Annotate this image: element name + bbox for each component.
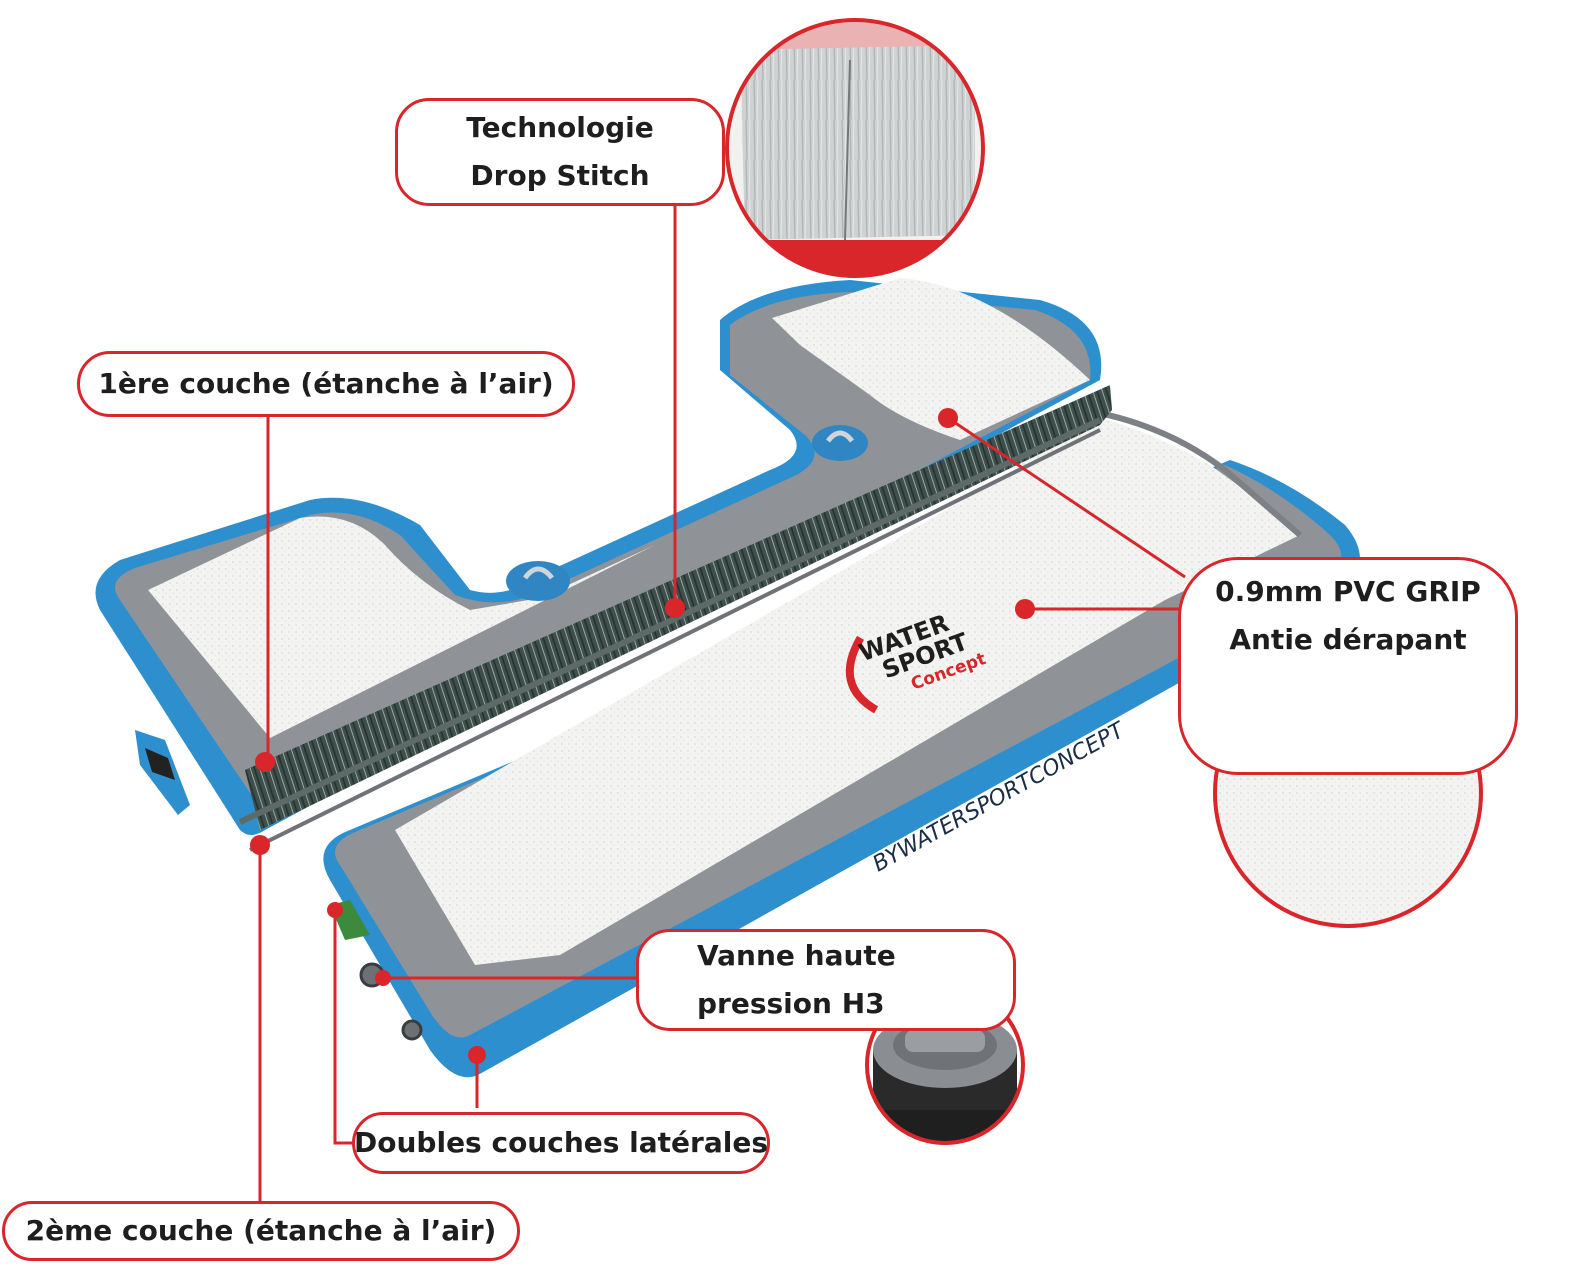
drop-stitch-closeup [725, 18, 985, 278]
callout-layer-2: 2ème couche (étanche à l’air) [2, 1201, 520, 1261]
brand-logo: WATER SPORT Concept [845, 609, 989, 714]
callout-side-layers-label: Doubles couches latérales [354, 1126, 768, 1159]
leader-dots [250, 408, 1035, 1064]
callout-layer-1: 1ère couche (étanche à l’air) [77, 351, 575, 417]
upper-grip-pad-left [148, 516, 655, 738]
callout-layer-2-label: 2ème couche (étanche à l’air) [25, 1214, 497, 1247]
callout-drop-stitch-line2: Drop Stitch [470, 159, 650, 192]
callout-drop-stitch-line1: Technologie [466, 111, 654, 144]
callout-valve: Vanne haute pression H3 [636, 929, 1016, 1031]
callout-drop-stitch: Technologie Drop Stitch [395, 98, 725, 206]
d-ring-2 [812, 425, 868, 461]
upper-grip-pad-right [772, 278, 1090, 440]
callout-valve-line1: Vanne haute [697, 939, 896, 972]
valve-closeup [865, 985, 1025, 1145]
lower-grip-pad [395, 410, 1300, 965]
callout-side-layers: Doubles couches latérales [352, 1112, 770, 1174]
callout-pvc-grip: 0.9mm PVC GRIP Antie dérapant [1178, 557, 1518, 775]
callout-pvc-grip-line1: 0.9mm PVC GRIP [1215, 575, 1481, 608]
callout-layer-1-label: 1ère couche (étanche à l’air) [98, 367, 554, 400]
d-ring-1 [506, 561, 570, 601]
callout-pvc-grip-line2: Antie dérapant [1229, 623, 1467, 656]
callout-valve-line2: pression H3 [697, 987, 885, 1020]
leader-lines [258, 205, 1186, 1202]
upper-board [95, 278, 1112, 852]
